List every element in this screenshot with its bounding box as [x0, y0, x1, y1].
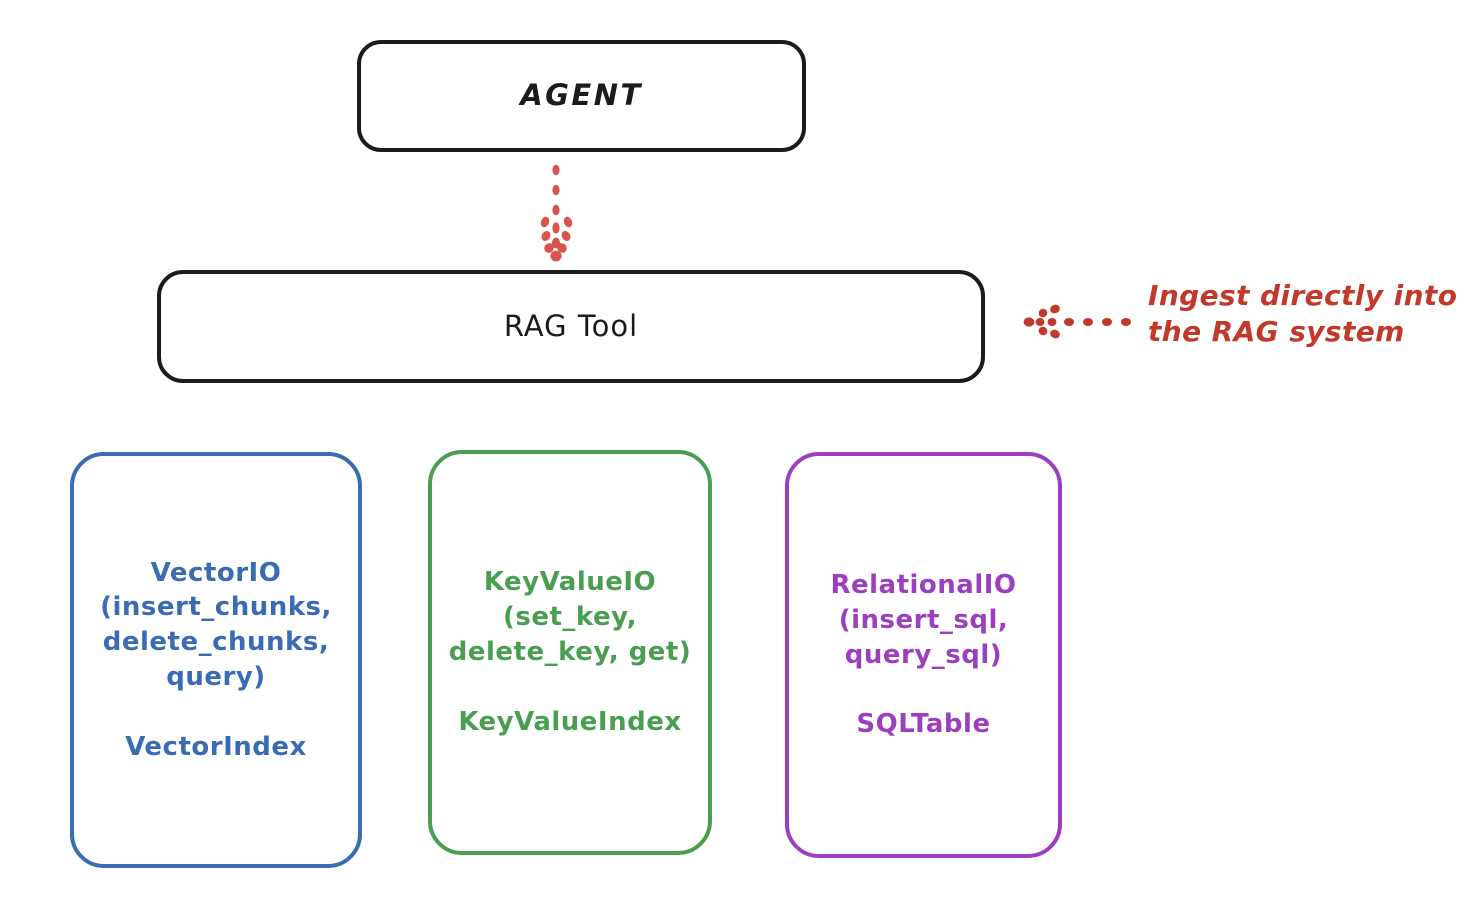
node-relational-io[interactable]: RelationalIO (insert_sql, query_sql) SQL… — [785, 452, 1062, 858]
node-key-value-io-label: KeyValueIO (set_key, delete_key, get) Ke… — [448, 567, 692, 737]
node-agent[interactable]: AGENT — [357, 40, 806, 152]
node-rag-tool[interactable]: RAG Tool — [157, 270, 985, 383]
connector-agent-to-rag-tool — [540, 164, 573, 262]
annotation-ingest-note: Ingest directly into the RAG system — [1148, 279, 1458, 349]
node-vector-io[interactable]: VectorIO (insert_chunks, delete_chunks, … — [70, 452, 362, 868]
node-rag-tool-label: RAG Tool — [503, 308, 639, 343]
node-key-value-io[interactable]: KeyValueIO (set_key, delete_key, get) Ke… — [428, 450, 712, 855]
node-relational-io-label: RelationalIO (insert_sql, query_sql) SQL… — [830, 569, 1017, 740]
connector-note-to-rag-tool — [1023, 304, 1131, 339]
node-vector-io-label: VectorIO (insert_chunks, delete_chunks, … — [100, 557, 332, 762]
node-agent-label: AGENT — [520, 78, 643, 113]
